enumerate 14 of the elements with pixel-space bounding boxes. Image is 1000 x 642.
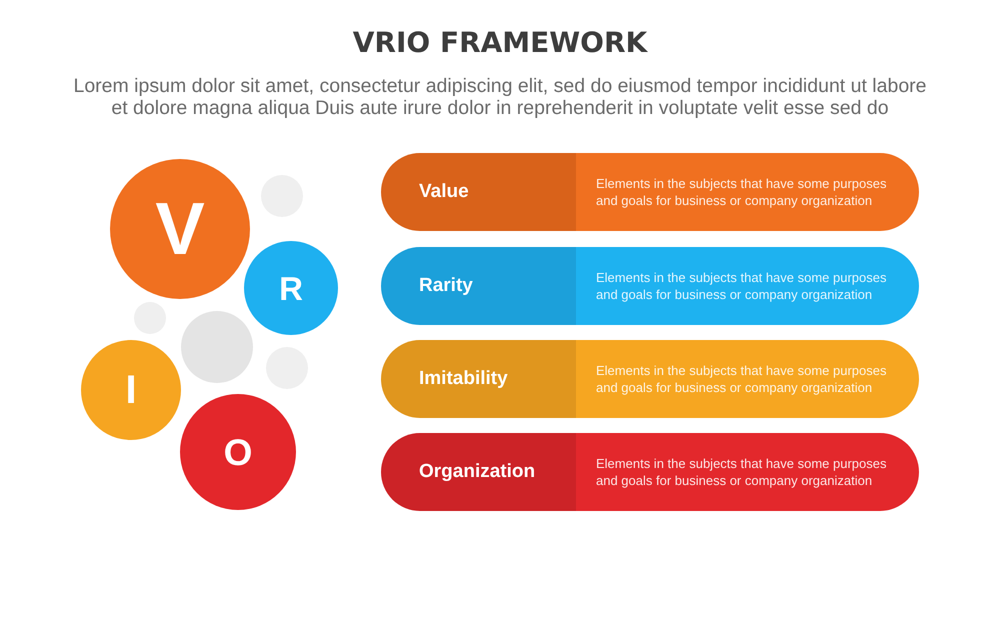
title: VRIO FRAMEWORK (352, 26, 648, 59)
circle-letter: R (279, 272, 303, 304)
bar-heading: Organization (419, 461, 536, 483)
bar-description: Elements in the subjects that have some purposes and goals for business or company organization (596, 455, 888, 489)
circle-letter: V (155, 192, 205, 266)
bar-heading: Rarity (419, 275, 473, 297)
circle-letter: I (125, 370, 137, 410)
bar-description: Elements in the subjects that have some purposes and goals for business or company organization (596, 175, 888, 209)
bar-description: Elements in the subjects that have some purposes and goals for business or company organization (596, 362, 888, 396)
circle-letter: O (224, 434, 252, 470)
subtitle-text: Lorem ipsum dolor sit amet, consectetur adipiscing elit, sed do eiusmod tempor incididunt ut labore et dolore magna aliqua Duis aute irure dolor in reprehenderit in voluptate velit esse sed do (72, 75, 928, 119)
bar-heading: Value (419, 181, 469, 203)
bar-description: Elements in the subjects that have some purposes and goals for business or company organization (596, 269, 888, 303)
bar-heading: Imitability (419, 368, 508, 390)
